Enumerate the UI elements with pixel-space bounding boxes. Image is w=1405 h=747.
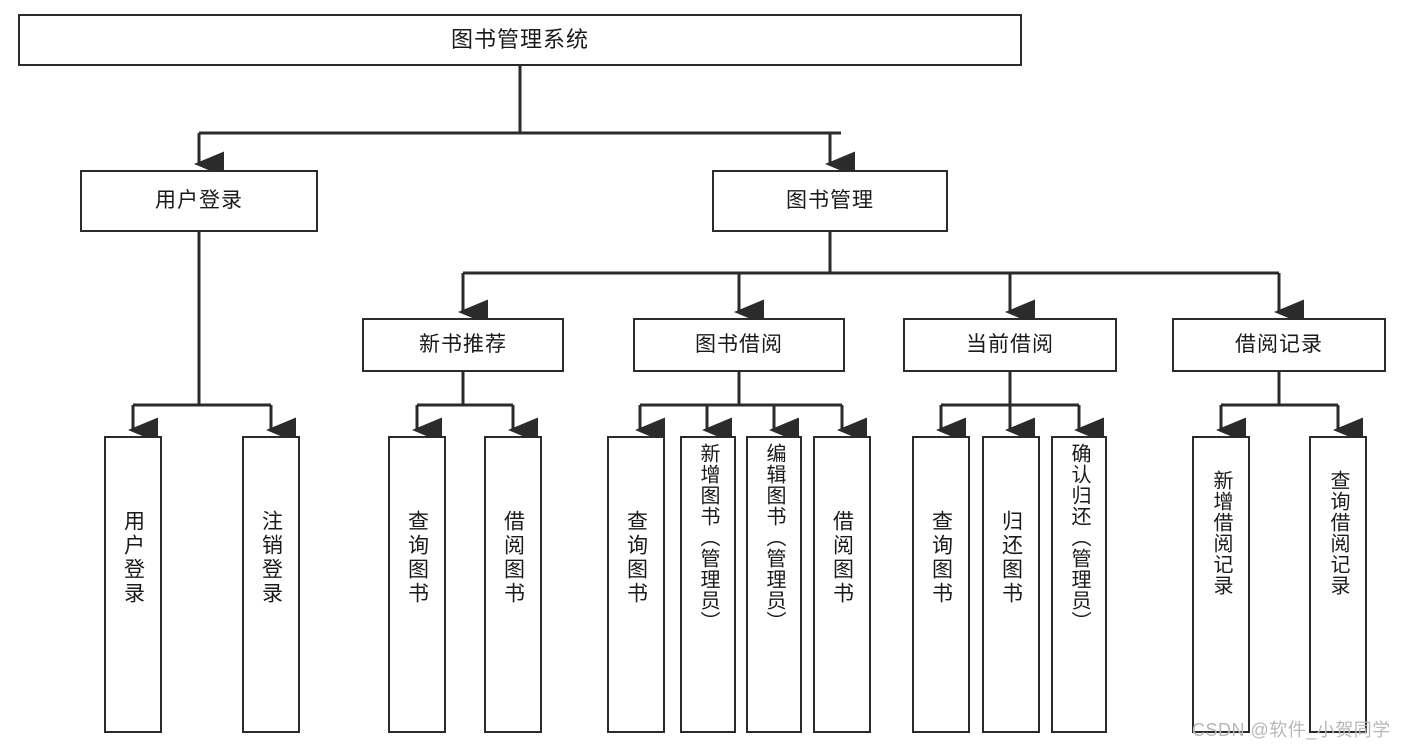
node-leaf-borrow-book-2[interactable]: 借阅图书	[813, 436, 871, 733]
node-label: 图书管理系统	[450, 26, 589, 52]
node-label: 借阅图书	[501, 510, 525, 606]
node-new-book-recommend[interactable]: 新书推荐	[362, 318, 564, 372]
node-leaf-user-login[interactable]: 用户登录	[104, 436, 162, 733]
node-root-book-management-system[interactable]: 图书管理系统	[18, 14, 1022, 66]
node-leaf-return-book[interactable]: 归还图书	[982, 436, 1040, 733]
node-label: 新增借阅记录	[1210, 470, 1232, 596]
node-leaf-query-book-3[interactable]: 查询图书	[912, 436, 970, 733]
node-leaf-borrow-book-1[interactable]: 借阅图书	[484, 436, 542, 733]
node-book-management[interactable]: 图书管理	[712, 170, 948, 232]
node-label: 新书推荐	[419, 333, 507, 357]
node-label: 查询图书	[624, 510, 648, 606]
node-leaf-add-book[interactable]: 新增图书（管理员）	[680, 436, 736, 733]
node-label: 新增图书（管理员）	[697, 443, 719, 632]
node-label: 图书借阅	[695, 333, 783, 357]
node-leaf-add-borrow-record[interactable]: 新增借阅记录	[1192, 436, 1250, 733]
node-user-login[interactable]: 用户登录	[80, 170, 318, 232]
csdn-watermark: CSDN @软件_小贺同学	[1192, 720, 1391, 740]
node-label: 编辑图书（管理员）	[763, 443, 785, 632]
node-label: 归还图书	[999, 510, 1023, 606]
node-leaf-edit-book[interactable]: 编辑图书（管理员）	[746, 436, 802, 733]
node-leaf-logout-login[interactable]: 注销登录	[242, 436, 300, 733]
node-label: 注销登录	[259, 510, 283, 606]
node-label: 借阅记录	[1235, 333, 1323, 357]
node-leaf-confirm-return[interactable]: 确认归还（管理员）	[1051, 436, 1107, 733]
node-label: 查询借阅记录	[1327, 470, 1349, 596]
node-label: 借阅图书	[830, 510, 854, 606]
node-label: 当前借阅	[966, 333, 1054, 357]
node-label: 查询图书	[405, 510, 429, 606]
node-label: 查询图书	[929, 510, 953, 606]
node-label: 确认归还（管理员）	[1068, 443, 1090, 632]
node-borrow-record[interactable]: 借阅记录	[1172, 318, 1386, 372]
node-leaf-query-book-2[interactable]: 查询图书	[607, 436, 665, 733]
node-leaf-query-book-1[interactable]: 查询图书	[388, 436, 446, 733]
node-current-borrow[interactable]: 当前借阅	[903, 318, 1117, 372]
node-book-borrow[interactable]: 图书借阅	[633, 318, 845, 372]
node-leaf-query-borrow-record[interactable]: 查询借阅记录	[1309, 436, 1367, 733]
node-label: 图书管理	[786, 189, 874, 213]
node-label: 用户登录	[155, 189, 243, 213]
node-label: 用户登录	[121, 510, 145, 606]
